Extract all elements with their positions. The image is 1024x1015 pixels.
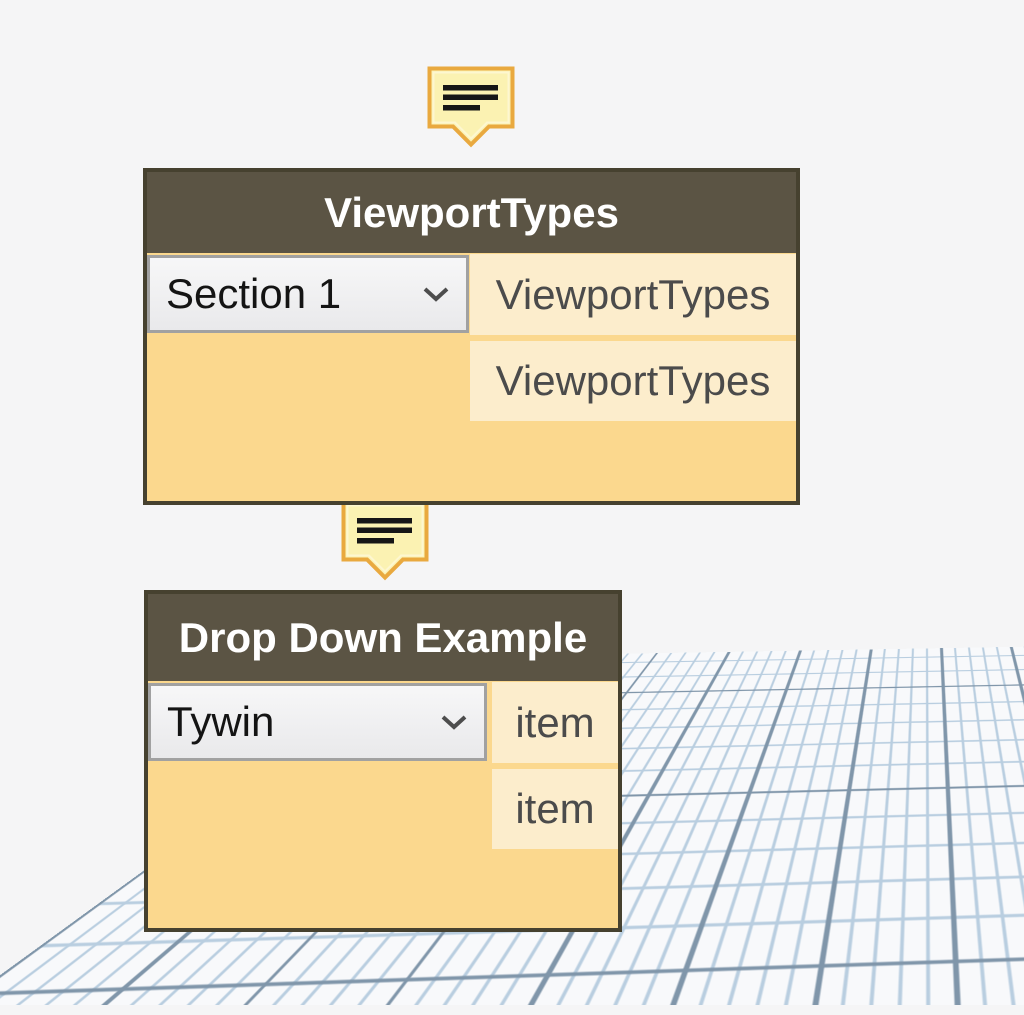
node-body: Section 1 ViewportTypes ViewportTypes (147, 253, 796, 582)
note-icon[interactable] (427, 66, 515, 148)
output-port-label: item (515, 699, 594, 747)
node-title: ViewportTypes (324, 189, 619, 237)
output-port-label: item (515, 785, 594, 833)
node-header[interactable]: ViewportTypes (147, 172, 796, 253)
node-body: Tywin item item (148, 681, 618, 1015)
dropdown-value: Tywin (167, 698, 274, 746)
output-port[interactable]: ViewportTypes (470, 254, 796, 335)
node-drop-down-example[interactable]: Drop Down Example Tywin item item (144, 590, 622, 932)
output-port-label: ViewportTypes (496, 357, 771, 405)
node-header[interactable]: Drop Down Example (148, 594, 618, 681)
chevron-down-icon (422, 285, 450, 303)
output-port[interactable]: ViewportTypes (470, 341, 796, 421)
dropdown-value: Section 1 (166, 270, 341, 318)
node-viewporttypes[interactable]: ViewportTypes Section 1 ViewportTypes Vi… (143, 168, 800, 505)
dropdown-select[interactable]: Section 1 (147, 255, 469, 333)
output-port[interactable]: item (492, 682, 618, 763)
chevron-down-icon (440, 713, 468, 731)
node-title: Drop Down Example (179, 614, 587, 662)
output-port[interactable]: item (492, 769, 618, 849)
output-port-label: ViewportTypes (496, 271, 771, 319)
dropdown-select[interactable]: Tywin (148, 683, 487, 761)
